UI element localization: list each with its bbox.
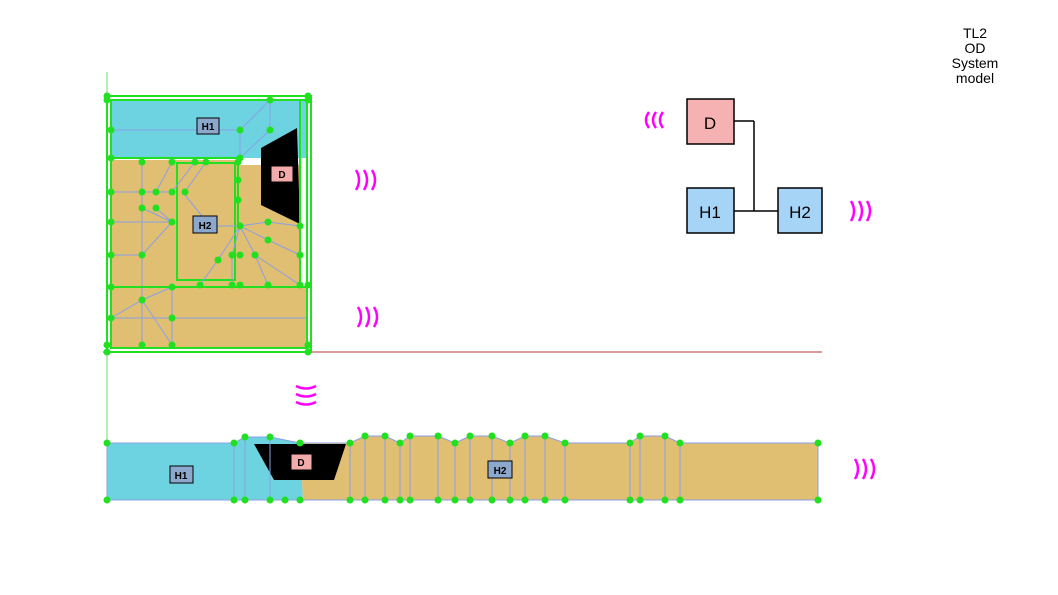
title-line-2: OD — [964, 40, 986, 56]
profile-h1-zone — [107, 437, 303, 500]
model-title: TL2 OD System model — [930, 26, 1020, 86]
graph-node-d — [686, 98, 735, 145]
plan-mesh-nodes — [103, 92, 312, 356]
profile-h2-label-box — [487, 460, 513, 479]
wave-marker-plan-top — [354, 169, 377, 191]
graph-node-d-label: D — [704, 114, 716, 133]
title-line-1: TL2 — [962, 25, 988, 41]
system-graph: D H1 H2 — [686, 98, 823, 234]
plan-d-label: D — [278, 170, 285, 181]
profile-h2-label: H2 — [494, 466, 507, 477]
plan-h2-label: H2 — [199, 221, 212, 232]
profile-view: H1 D H2 — [103, 432, 822, 504]
plan-h1-label-box — [196, 117, 220, 135]
graph-node-h1-label: H1 — [699, 203, 721, 222]
title-line-4: model — [955, 70, 995, 86]
wave-marker-graph-right — [849, 200, 872, 222]
wave-markers — [295, 111, 876, 480]
title-line-3: System — [951, 55, 999, 71]
profile-mesh-nodes — [103, 432, 822, 504]
plan-h1-label: H1 — [202, 122, 215, 133]
profile-h2-zone — [300, 436, 818, 500]
wave-marker-profile-right — [853, 458, 876, 480]
plan-d-label-box — [270, 165, 294, 183]
graph-node-h2 — [777, 187, 823, 234]
wave-marker-profile-top — [295, 384, 317, 406]
plan-view: H1 D H2 — [103, 92, 312, 356]
plan-h2-zone-right — [238, 220, 300, 287]
wave-marker-plan-bottom — [356, 306, 379, 328]
plan-h2-label-box — [192, 215, 218, 234]
profile-h1-label-box — [169, 465, 194, 484]
graph-node-h2-label: H2 — [789, 203, 811, 222]
wave-marker-graph-left — [644, 111, 665, 129]
profile-h1-label: H1 — [175, 471, 188, 482]
plan-h2-zone-bottom — [111, 287, 308, 347]
profile-d-label: D — [297, 458, 304, 469]
profile-d-label-box — [290, 453, 313, 471]
graph-node-h1 — [686, 187, 735, 234]
